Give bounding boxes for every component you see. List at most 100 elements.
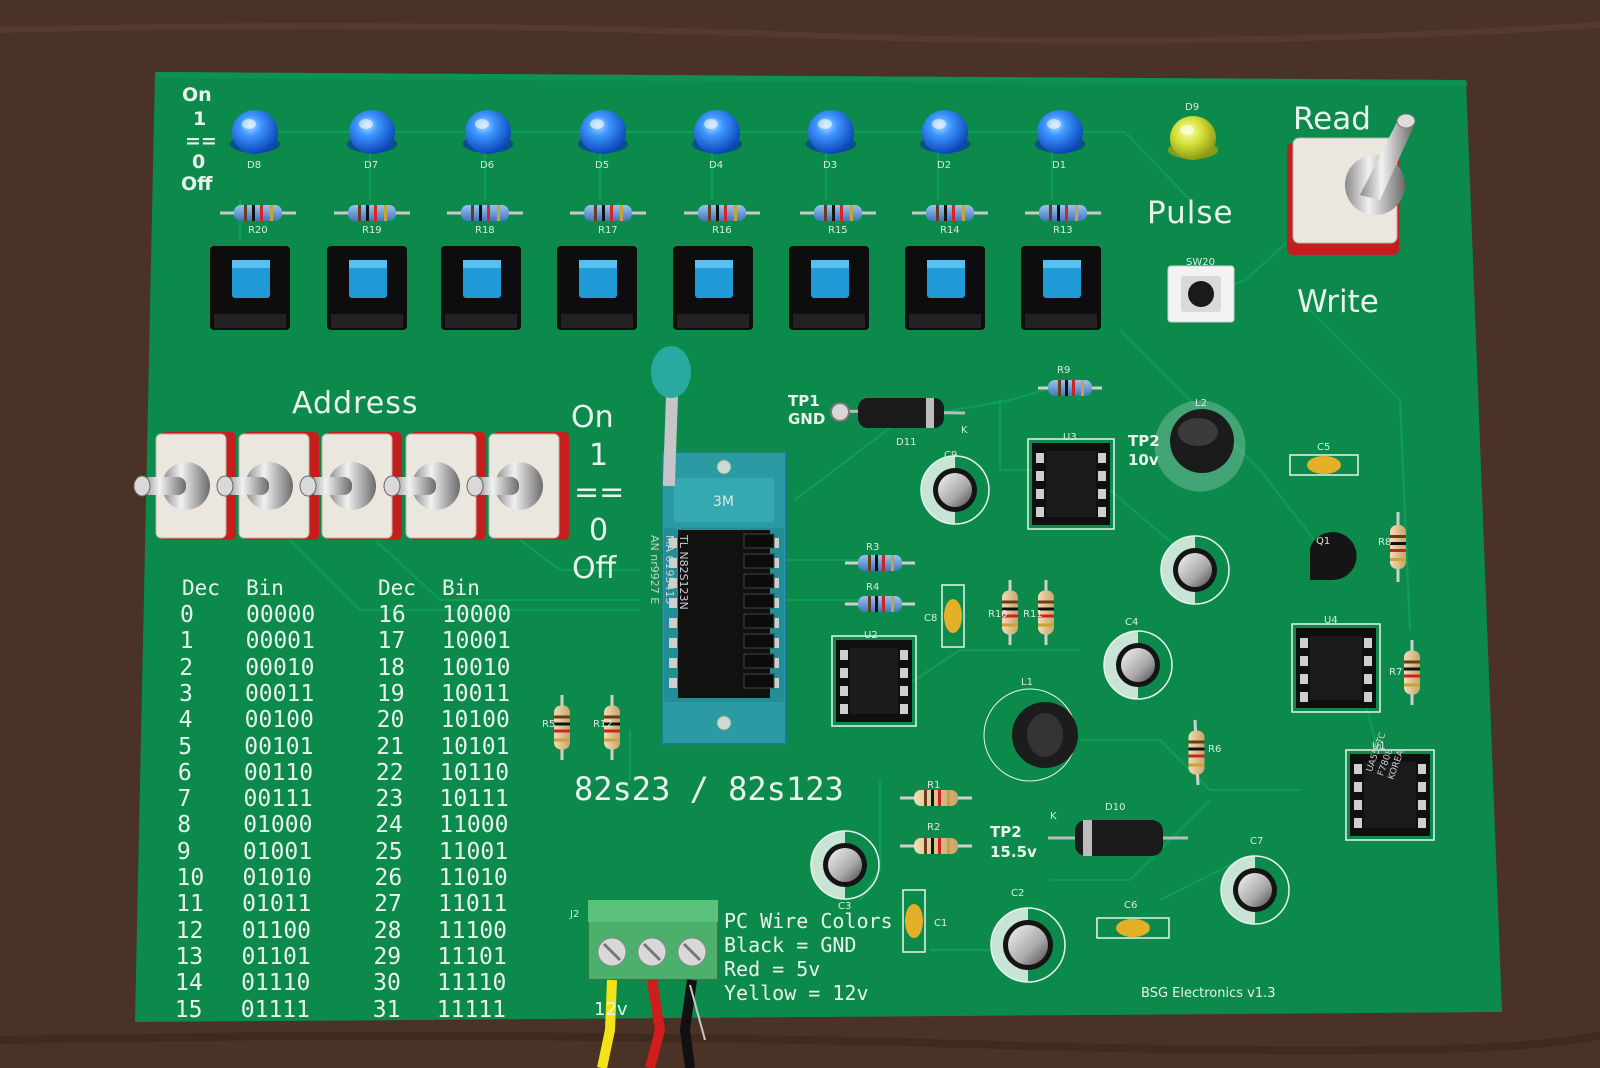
label-maker: BSG Electronics v1.3 — [1141, 986, 1276, 1001]
ref-r6: R6 — [1208, 744, 1222, 755]
ref-r4: R4 — [866, 582, 880, 593]
resistor-ref-label: R19 — [362, 225, 382, 236]
ref-c6: C6 — [1124, 900, 1138, 911]
label-wire-12v: 12v — [594, 999, 628, 1020]
ref-c1: C1 — [934, 918, 948, 929]
ref-c8: C8 — [924, 613, 938, 624]
capacitor-c6 — [1096, 917, 1170, 939]
ref-c5: C5 — [1317, 442, 1331, 453]
ref-r2: R2 — [927, 822, 941, 833]
prom-socket — [651, 346, 787, 745]
ref-c4: C4 — [1125, 617, 1139, 628]
led-d5 — [578, 110, 628, 154]
resistor-r7 — [1404, 640, 1420, 705]
label-off-top: Off — [181, 173, 213, 195]
resistor-ref-label: R13 — [1053, 225, 1073, 236]
resistor-r15 — [800, 205, 876, 221]
ref-r9: R9 — [1057, 365, 1071, 376]
ic-u2 — [831, 635, 917, 727]
resistor-r16 — [684, 205, 760, 221]
label-address: Address — [292, 386, 419, 421]
label-tp2b-v: 15.5v — [990, 843, 1037, 861]
chip-marking: TL N82S123N MA 0195415 AN nr9927 E — [648, 535, 690, 610]
led-d9 — [1168, 116, 1218, 160]
label-gnd: GND — [788, 410, 826, 428]
capacitor-c2 — [990, 907, 1066, 983]
transistor-q1 — [1310, 532, 1357, 581]
read-write-toggle[interactable] — [1287, 113, 1416, 255]
address-toggle[interactable] — [133, 432, 236, 540]
power-terminal-j2 — [587, 899, 719, 1068]
data-bit-button[interactable] — [789, 246, 869, 330]
label-off-mid: Off — [572, 551, 617, 586]
resistor-r11 — [1038, 580, 1054, 645]
address-toggle[interactable] — [299, 432, 402, 540]
ref-u4: U4 — [1324, 615, 1338, 626]
data-bit-button[interactable] — [905, 246, 985, 330]
resistor-ref-label: R15 — [828, 225, 848, 236]
label-on-top: On — [182, 84, 212, 106]
ic-u1 — [1345, 749, 1435, 841]
data-bit-button[interactable] — [210, 246, 290, 330]
data-bit-button[interactable] — [557, 246, 637, 330]
label-socket-brand: 3M — [713, 494, 734, 510]
label-tp2a-v: 10v — [1128, 451, 1159, 469]
label-on-mid: On — [571, 400, 614, 435]
ref-l1: L1 — [1021, 677, 1033, 688]
led-d6 — [463, 110, 513, 154]
ref-c2: C2 — [1011, 888, 1025, 899]
data-bit-button[interactable] — [673, 246, 753, 330]
ref-d10: D10 — [1105, 802, 1126, 813]
led-d1 — [1035, 110, 1085, 154]
resistor-r1 — [900, 790, 972, 806]
label-one-mid: 1 — [589, 438, 609, 473]
data-bit-button[interactable] — [327, 246, 407, 330]
address-toggle[interactable] — [216, 432, 319, 540]
capacitor-c1 — [902, 889, 926, 953]
address-toggle[interactable] — [466, 432, 569, 540]
led-d2 — [920, 110, 970, 154]
capacitor-c4 — [1103, 630, 1173, 700]
capacitor-c8 — [941, 584, 965, 648]
capacitor-c-vert — [1160, 535, 1230, 605]
address-switches — [133, 432, 569, 540]
resistor-r8 — [1390, 512, 1406, 582]
label-tp1: TP1 — [788, 392, 820, 410]
label-j2: J2 — [570, 909, 580, 920]
data-bit-button[interactable] — [441, 246, 521, 330]
data-bit-button[interactable] — [1021, 246, 1101, 330]
ref-r10: R10 — [988, 609, 1008, 620]
ref-r8: R8 — [1378, 537, 1392, 548]
capacitor-c5 — [1289, 454, 1359, 476]
label-pulse: Pulse — [1147, 195, 1234, 231]
label-wire-colors-2: Black = GND — [724, 933, 857, 957]
resistor-ref-label: R16 — [712, 225, 732, 236]
resistor-ref-label: R14 — [940, 225, 960, 236]
resistor-r17 — [570, 205, 646, 221]
ref-r3: R3 — [866, 542, 880, 553]
led-ref-label: D7 — [364, 160, 379, 171]
label-read: Read — [1293, 101, 1371, 137]
address-toggle[interactable] — [383, 432, 486, 540]
resistor-r14 — [912, 205, 988, 221]
ref-r7: R7 — [1389, 667, 1403, 678]
capacitor-c7 — [1220, 855, 1290, 925]
resistor-r10 — [1002, 580, 1018, 645]
label-one-top: 1 — [193, 108, 207, 130]
inductor-l1 — [983, 688, 1078, 782]
led-ref-label: D3 — [823, 160, 838, 171]
inductor-l2 — [1154, 400, 1246, 492]
label-tp2b: TP2 — [990, 823, 1022, 841]
label-chip-type: 82s23 / 82s123 — [574, 770, 844, 808]
resistor-row — [220, 205, 1101, 221]
capacitor-c3 — [810, 830, 880, 900]
led-ref-label: D4 — [709, 160, 724, 171]
led-ref-label: D5 — [595, 160, 610, 171]
led-ref-label: D1 — [1052, 160, 1067, 171]
ic-u3 — [1027, 438, 1115, 530]
pulse-button[interactable] — [1167, 265, 1235, 323]
ref-r1: R1 — [927, 780, 941, 791]
led-d8 — [230, 110, 280, 154]
label-wire-colors-3: Red = 5v — [724, 957, 821, 981]
